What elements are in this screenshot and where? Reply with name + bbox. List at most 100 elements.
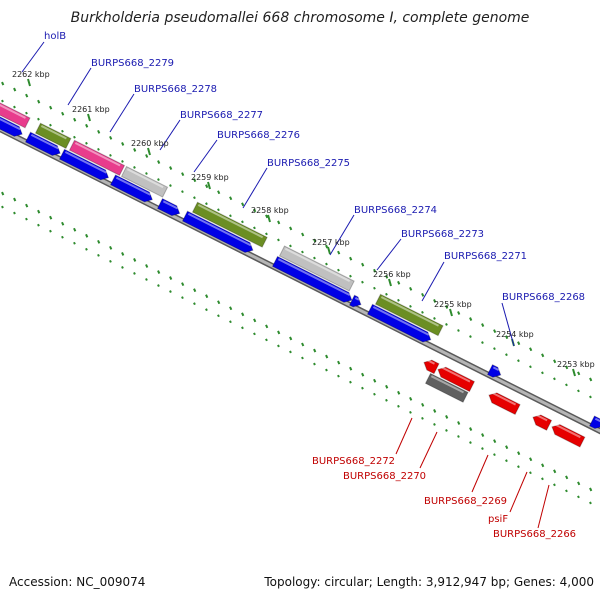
tick-dot: [589, 395, 592, 399]
tick-dot: [277, 330, 281, 335]
tick-dot: [301, 232, 305, 237]
tick-dot: [469, 317, 473, 321]
tick-dot: [253, 332, 256, 336]
tick-dot: [553, 377, 556, 381]
tick-label-2260: 2260 kbp: [131, 139, 169, 148]
gene-label-burps668-2277[interactable]: BURPS668_2277: [180, 110, 263, 121]
tick-dot: [121, 266, 124, 269]
gene-label-burps668-2276[interactable]: BURPS668_2276: [217, 130, 300, 141]
tick-dot: [361, 262, 365, 267]
gene-label-burps668-2273[interactable]: BURPS668_2273: [401, 229, 484, 240]
gene-label-burps668-2268[interactable]: BURPS668_2268: [502, 292, 585, 303]
tick-dot: [193, 288, 197, 293]
tick-dot: [577, 481, 581, 486]
tick-label-2256: 2256 kbp: [373, 270, 411, 279]
tick-dot: [505, 445, 509, 450]
gene-label-psiF[interactable]: psiF: [488, 514, 508, 525]
gene-cds-k-shape: [588, 415, 600, 430]
tick-dot-tracks: [1, 81, 593, 505]
gene-cds-g-shape: [271, 255, 353, 303]
gene-label-burps668-2272[interactable]: BURPS668_2272: [312, 456, 395, 467]
gene-label-burps668-2266[interactable]: BURPS668_2266: [493, 529, 576, 540]
tick-dot: [457, 421, 461, 425]
gene-2278-shine: [74, 142, 121, 167]
tick-dot: [409, 396, 413, 401]
tick-dot: [385, 292, 388, 296]
tick-dot: [61, 221, 65, 226]
gene-dark-shape: [424, 372, 469, 403]
tick-dot: [349, 380, 352, 384]
tick-dot: [133, 166, 136, 169]
tick-dot: [481, 323, 485, 327]
gene-label-burps668-2275[interactable]: BURPS668_2275: [267, 158, 350, 169]
tick-dot: [421, 416, 424, 420]
tick-dot: [109, 135, 113, 140]
tick-dot: [25, 203, 29, 208]
gene-2272: [423, 359, 440, 375]
tick-dot: [25, 111, 28, 115]
tick-dot: [445, 415, 449, 419]
gene-cds-b: [24, 131, 61, 157]
tick-label-2259: 2259 kbp: [191, 173, 229, 182]
gene-cds-i-shape: [366, 303, 432, 343]
tick-label-2261: 2261 kbp: [72, 105, 110, 114]
gene-label-burps668-2271[interactable]: BURPS668_2271: [444, 251, 527, 262]
gene-2269-shape: [488, 392, 521, 416]
tick-dot: [97, 147, 100, 151]
tick-dot: [313, 348, 317, 353]
tick-dot: [397, 390, 401, 395]
gene-2274-shape: [278, 245, 355, 292]
tick-dot: [1, 81, 5, 86]
gene-cds-b-shape: [24, 131, 61, 157]
gene-2272-shine: [426, 359, 435, 365]
gene-label-burps668-2269[interactable]: BURPS668_2269: [424, 496, 507, 507]
leader-fwd: [67, 67, 92, 106]
major-tick: [267, 214, 271, 223]
tick-dot: [349, 256, 353, 261]
tick-dot: [493, 347, 496, 351]
tick-dot: [181, 172, 185, 177]
tick-dot: [157, 270, 161, 274]
tick-dot: [265, 338, 268, 342]
leader-rev: [537, 484, 550, 529]
tick-dot: [169, 276, 173, 280]
gene-cds-e: [156, 197, 181, 217]
tick-dot: [325, 354, 329, 359]
gene-cds-e-shape: [156, 197, 181, 217]
gene-2277-shine: [126, 168, 164, 189]
gene-label-burps668-2274[interactable]: BURPS668_2274: [354, 205, 437, 216]
gene-label-holB[interactable]: holB: [44, 31, 66, 42]
tick-dot: [577, 495, 580, 499]
tick-dot: [289, 350, 292, 354]
tick-dot: [337, 250, 341, 255]
tick-dot: [193, 178, 197, 183]
gene-cds-j-shape: [486, 364, 502, 378]
tick-dot: [361, 280, 364, 284]
gene-2275-shape: [191, 201, 268, 248]
tick-dot: [469, 441, 472, 444]
gene-2266: [551, 423, 586, 448]
tick-dot: [61, 129, 64, 133]
major-tick: [147, 147, 151, 156]
tick-dot: [397, 404, 400, 408]
major-tick: [449, 308, 453, 317]
tick-dot: [121, 252, 125, 256]
tick-dot: [577, 389, 580, 393]
tick-dot: [157, 284, 160, 287]
tick-dot: [169, 184, 172, 187]
leader-fwd: [501, 302, 515, 347]
tick-dot: [565, 475, 569, 480]
tick-dot: [481, 433, 485, 437]
tick-dot: [1, 191, 5, 196]
tick-dot: [289, 336, 293, 341]
gene-label-burps668-2279[interactable]: BURPS668_2279: [91, 58, 174, 69]
gene-label-burps668-2278[interactable]: BURPS668_2278: [134, 84, 217, 95]
tick-dot: [589, 377, 593, 382]
gene-cds-e-shine: [162, 200, 179, 210]
leader-fwd: [109, 93, 135, 133]
tick-dot: [589, 487, 593, 492]
tick-dot: [325, 368, 328, 372]
gene-label-burps668-2270[interactable]: BURPS668_2270: [343, 471, 426, 482]
tick-dot: [205, 294, 209, 299]
